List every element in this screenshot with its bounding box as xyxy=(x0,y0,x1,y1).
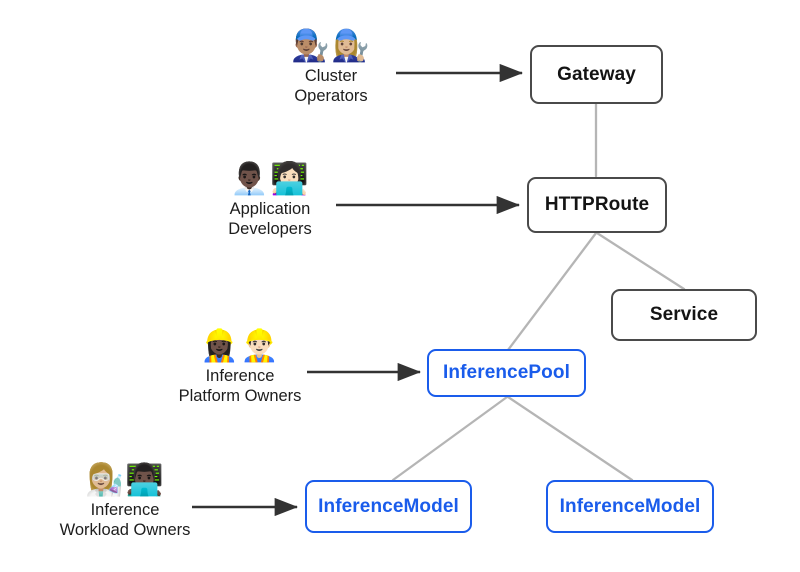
node-inferencemodel-2-label: InferenceModel xyxy=(559,495,701,517)
inference-workload-owners-label: Inference Workload Owners xyxy=(59,500,191,540)
node-inferencepool-label: InferencePool xyxy=(443,362,570,383)
inference-platform-owners-label: Inference Platform Owners xyxy=(178,366,302,406)
application-developers-label: Application Developers xyxy=(228,199,312,239)
edge-httproute-inferencepool xyxy=(506,231,598,352)
cluster-operators-emoji-icons: 👨🏽‍🔧👩🏼‍🔧 xyxy=(291,28,371,64)
edge-httproute-service xyxy=(595,231,686,291)
node-gateway-label: Gateway xyxy=(557,63,636,85)
node-service-label: Service xyxy=(649,304,719,325)
inference-platform-owners-emoji-icons: 👷🏿‍♀️👷🏻‍♂️ xyxy=(200,328,280,364)
persona-cluster-operators: 👨🏽‍🔧👩🏼‍🔧 Cluster Operators xyxy=(226,30,436,107)
persona-inference-platform-owners: 👷🏿‍♀️👷🏻‍♂️ Inference Platform Owners xyxy=(135,330,345,407)
node-httproute[interactable]: HTTPRoute xyxy=(527,177,667,233)
node-inferencemodel-2[interactable]: InferenceModel xyxy=(546,480,714,533)
edge-inferencepool-inferencemodel-2 xyxy=(506,395,634,482)
cluster-operators-label: Cluster Operators xyxy=(294,66,368,106)
edge-inferencepool-inferencemodel-1 xyxy=(391,395,509,482)
node-service[interactable]: Service xyxy=(611,289,757,341)
node-httproute-label: HTTPRoute xyxy=(544,194,650,215)
node-inferencemodel-1-label: InferenceModel xyxy=(318,495,459,517)
inference-workload-owners-emoji-icons: 👩🏼‍🔬👨🏿‍💻 xyxy=(85,462,165,498)
node-gateway[interactable]: Gateway xyxy=(530,45,663,104)
persona-application-developers: 👨🏿‍💼👩🏻‍💻 Application Developers xyxy=(165,163,375,240)
application-developers-emoji-icons: 👨🏿‍💼👩🏻‍💻 xyxy=(230,161,310,197)
node-inferencepool[interactable]: InferencePool xyxy=(427,349,586,397)
persona-inference-workload-owners: 👩🏼‍🔬👨🏿‍💻 Inference Workload Owners xyxy=(20,464,230,541)
node-inferencemodel-1[interactable]: InferenceModel xyxy=(305,480,472,533)
